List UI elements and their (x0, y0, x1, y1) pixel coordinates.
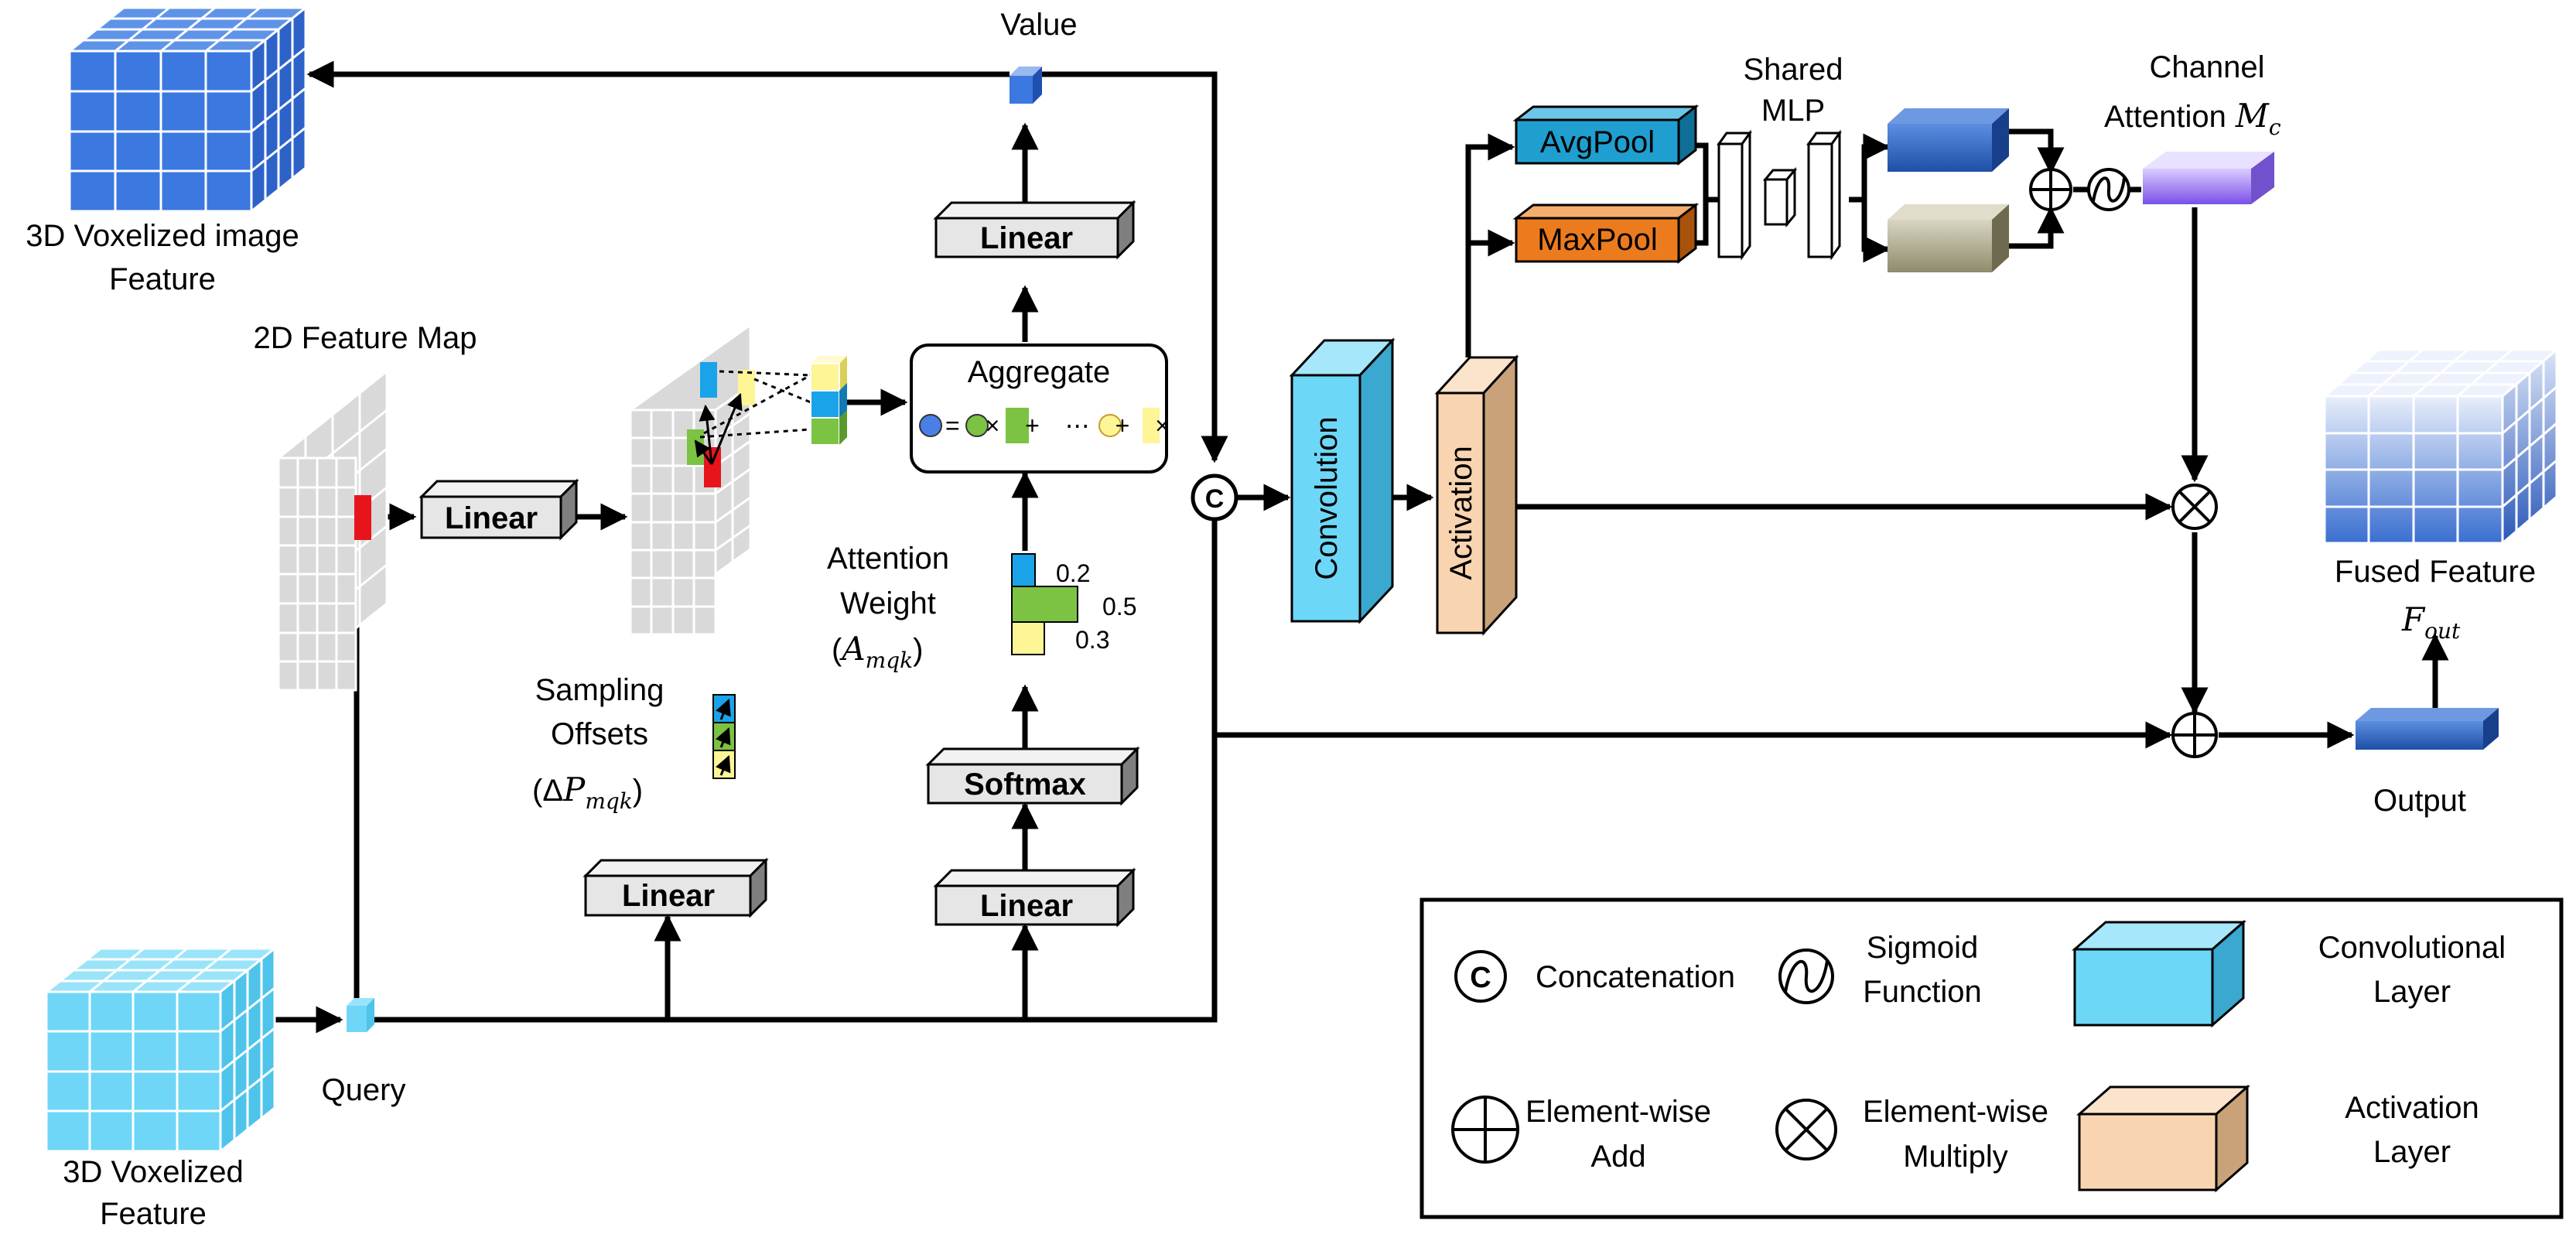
sample-blue-cell (700, 362, 717, 398)
query-point-cell (354, 495, 371, 540)
channel-attn-label-line1: Channel (2149, 50, 2264, 84)
shared-mlp-label-line1: Shared (1744, 53, 1843, 87)
attention-weight-bars (1011, 553, 1078, 655)
output-label: Output (2373, 784, 2466, 818)
aggregate-formula (919, 408, 1160, 443)
activation-block (1434, 354, 1519, 636)
shared-mlp-label-line2: MLP (1761, 94, 1825, 128)
fused-feature-label: Fused Feature (2335, 555, 2536, 589)
sampled-grid (629, 323, 811, 637)
convolution-block (1289, 337, 1396, 624)
legend-activation-icon (2076, 1084, 2250, 1193)
convolution-label: Convolution (1310, 416, 1344, 579)
query-bus-line (371, 503, 1218, 1023)
vox-image-label-line2: Feature (109, 262, 216, 296)
softmax-label: Softmax (964, 767, 1086, 802)
mlp-output-blue (1888, 108, 2009, 172)
connectors (275, 60, 2449, 1034)
legend-activation-line1: Activation (2345, 1091, 2479, 1125)
softmax-block (925, 746, 1140, 806)
concat-node (1191, 473, 1238, 521)
value-to-concat-arrow (1040, 71, 1228, 463)
legend-multiply-icon (1775, 1099, 1837, 1161)
linear-fmap-block (419, 478, 579, 541)
concat-symbol: C (1205, 484, 1225, 514)
activation-to-avgpool-arrow (1465, 133, 1515, 357)
legend-add-line1: Element-wise (1525, 1095, 1711, 1129)
feature-map-label: 2D Feature Map (253, 321, 477, 355)
attn-weight-math: (Amqk) (832, 630, 923, 673)
sampling-label-line2: Offsets (551, 717, 648, 751)
query-label: Query (322, 1073, 406, 1107)
legend-activation-line2: Layer (2373, 1135, 2451, 1169)
value-cube (1010, 67, 1042, 104)
weight-value-3: 0.3 (1075, 626, 1109, 654)
voxel-image-cube (66, 5, 309, 214)
channel-attention-bar (2143, 152, 2274, 204)
legend-sigmoid-line2: Function (1863, 975, 1981, 1009)
sample-green-cell (687, 429, 704, 465)
linear-fmap-label: Linear (445, 501, 538, 535)
legend: C Concatenation Sigmoid Function Convolu… (1420, 897, 2564, 1219)
sampling-math: (ΔPmqk) (532, 771, 643, 814)
weight-value-1: 0.2 (1056, 559, 1090, 587)
sigmoid-node (2087, 168, 2130, 211)
legend-conv-icon (2072, 919, 2246, 1028)
query-cube (347, 998, 374, 1032)
feature-map-grid (277, 368, 388, 693)
fout-label: Fout (2401, 600, 2461, 644)
maxpool-label: MaxPool (1537, 223, 1658, 257)
avgpool-label: AvgPool (1540, 125, 1655, 159)
aggregate-label: Aggregate (968, 355, 1111, 389)
stacked-samples (810, 356, 847, 446)
linear-offsets-label: Linear (622, 879, 715, 913)
sampling-label-line1: Sampling (535, 673, 664, 707)
attn-weight-label-line2: Weight (840, 586, 936, 620)
linear-value-block (933, 200, 1136, 260)
output-add-node (2171, 712, 2218, 758)
blue-to-add-arrow (2007, 128, 2065, 175)
avgpool-block (1512, 104, 1700, 166)
legend-concat-icon (1454, 950, 1507, 1003)
vox-feature-label-line1: 3D Voxelized (63, 1155, 243, 1189)
linear-weight-block (933, 867, 1136, 928)
fused-feature-cube (2321, 347, 2561, 546)
maxpool-block (1512, 202, 1700, 265)
sample-red-cell (704, 447, 721, 487)
legend-concat-label: Concatenation (1536, 960, 1735, 994)
vox-image-label-line1: 3D Voxelized image (26, 219, 299, 253)
aggregate-box (910, 344, 1168, 473)
mlp-to-khaki-arrow (1861, 200, 1891, 263)
legend-conv-line2: Layer (2373, 975, 2451, 1009)
legend-multiply-line2: Multiply (1903, 1140, 2008, 1174)
vox-feature-label-line2: Feature (100, 1197, 207, 1231)
legend-multiply-line1: Element-wise (1863, 1095, 2048, 1129)
voxel-feature-cube (43, 945, 278, 1154)
legend-sigmoid-icon (1778, 949, 1834, 1004)
shared-mlp (1717, 129, 1842, 261)
mlp-output-khaki (1888, 204, 2009, 272)
aggregate-formula-text: = × + ⋯ + × (945, 412, 1170, 439)
legend-concat-symbol: C (1470, 962, 1491, 994)
legend-conv-line1: Convolutional (2318, 931, 2506, 965)
sample-yellow-cell (738, 370, 755, 405)
linear-value-label: Linear (980, 221, 1073, 255)
legend-sigmoid-line1: Sigmoid (1867, 931, 1979, 965)
khaki-to-add-arrow (2007, 206, 2065, 249)
legend-add-line2: Add (1590, 1140, 1645, 1174)
mlp-to-blue-arrow (1849, 133, 1891, 203)
sampling-offsets-stack (712, 694, 736, 779)
weight-value-2: 0.5 (1102, 593, 1136, 620)
output-bar (2356, 708, 2499, 750)
multiply-node (2171, 484, 2218, 530)
activation-label: Activation (1444, 446, 1478, 579)
legend-add-icon (1451, 1096, 1519, 1164)
channel-add-node (2029, 168, 2072, 211)
linear-weight-label: Linear (980, 889, 1073, 923)
linear-offsets-block (583, 857, 769, 918)
attn-weight-label-line1: Attention (827, 542, 949, 576)
value-label: Value (1000, 8, 1077, 42)
